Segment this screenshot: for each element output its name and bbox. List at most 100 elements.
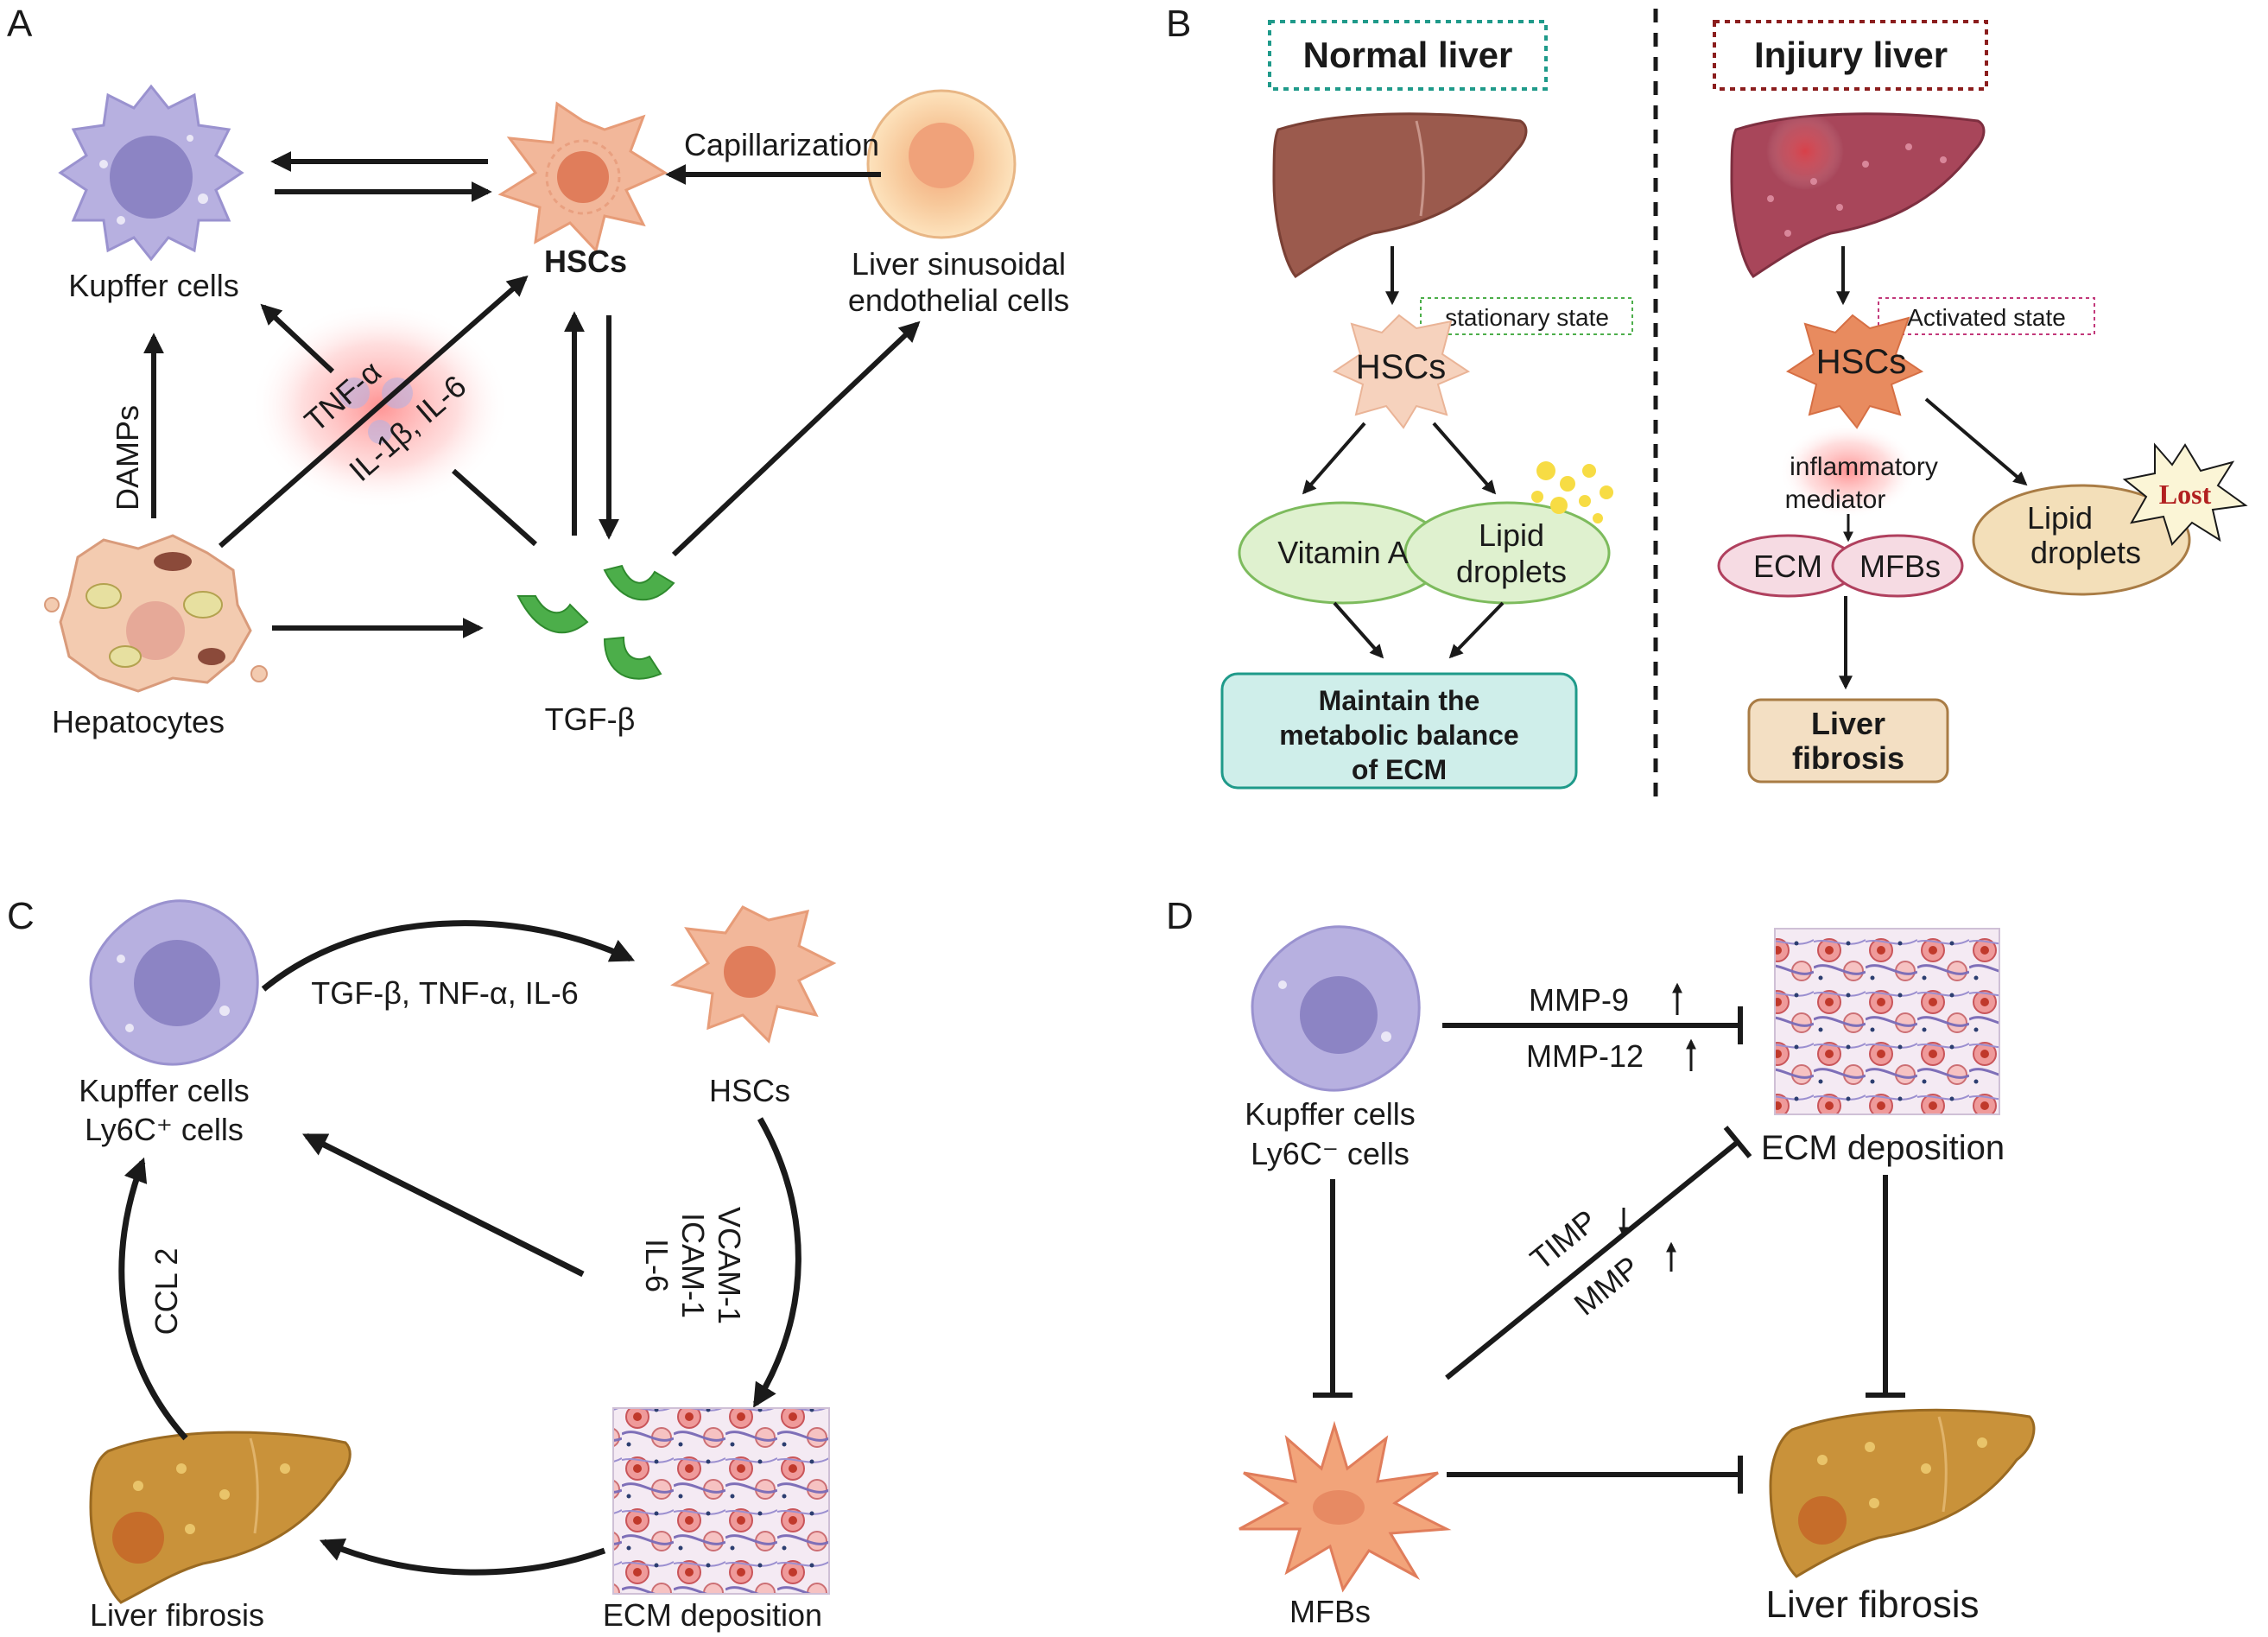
mmp9-label: MMP-9 (1529, 982, 1629, 1018)
hepatocyte-cell-icon (44, 534, 268, 693)
ecm-deposition-image-c (612, 1407, 830, 1595)
panel-c: Kupffer cells Ly6C⁺ cells HSCs TGF-β, TN… (79, 899, 837, 1633)
kupffer-ly6c-plus-line2: Ly6C⁺ cells (85, 1112, 244, 1147)
lost-label: Lost (2159, 479, 2212, 510)
cytokine-to-kupffer-arrow (260, 303, 335, 374)
activated-state-box (1878, 297, 2095, 335)
lipid-to-maintain-arrow (1448, 601, 1505, 659)
kupffer-ly6c-minus-icon (1251, 925, 1421, 1092)
lost-burst-icon (2122, 442, 2248, 546)
hsc-to-ecm-curve (753, 1117, 801, 1408)
normal-liver-icon (1272, 112, 1528, 279)
inflammatory-line1: inflammatory (1790, 453, 1938, 481)
hepatocytes-label: Hepatocytes (52, 704, 225, 739)
kupffer-ly6c-plus-line1: Kupffer cells (79, 1073, 249, 1108)
fibrotic-liver-icon-c (89, 1431, 352, 1604)
kupffer-to-hsc-curve (261, 920, 636, 992)
vitamin-a-label: Vitamin A (1277, 535, 1408, 570)
maintain-line3: of ECM (1352, 754, 1447, 785)
liver-fibrosis-label-d: Liver fibrosis (1766, 1583, 1980, 1626)
kupffer-cells-label: Kupffer cells (68, 268, 238, 303)
mfbs-inhibits-ecm-line (1445, 1139, 1739, 1380)
ecm-to-fibrosis-curve (319, 1538, 606, 1576)
stationary-state-label: stationary state (1445, 304, 1609, 331)
fibrosis-to-kupffer-curve (118, 1157, 188, 1441)
lsec-label-line1: Liver sinusoidal (852, 246, 1066, 282)
mfbs-oval (1831, 534, 1964, 598)
mmp-label: MMP (1568, 1249, 1646, 1323)
hsc-to-lipid-lost-arrow (1924, 397, 2028, 486)
icam-label: ICAM-1 (675, 1213, 711, 1318)
maintain-line1: Maintain the (1319, 685, 1480, 716)
ccl2-label: CCL 2 (149, 1248, 184, 1336)
hscs-label-a: HSCs (544, 244, 627, 279)
mfbs-label-b: MFBs (1859, 549, 1941, 584)
normal-liver-title: Normal liver (1303, 35, 1513, 75)
stationary-state-box (1420, 297, 1633, 335)
hscs-label-c: HSCs (709, 1073, 790, 1108)
hepatocytes-to-hsc-arrow (219, 275, 529, 549)
tgf-to-lsec-arrow (671, 320, 921, 557)
normal-liver-title-box (1268, 20, 1548, 91)
kupffer-cell-icon (58, 84, 244, 262)
maintain-balance-box (1220, 672, 1578, 790)
fibrotic-liver-icon-d (1769, 1408, 2036, 1578)
injury-liver-icon (1730, 112, 1986, 279)
injury-hscs-label: HSCs (1816, 343, 1906, 381)
ecm-label-b: ECM (1753, 549, 1822, 584)
hsc-to-kupffer-arrow-c (301, 1133, 585, 1278)
panel-label-d: D (1166, 895, 1194, 937)
lipid-lost-line2: droplets (2030, 535, 2141, 570)
panel-d: Kupffer cells Ly6C⁻ cells MMP-9 MMP-12 E… (1239, 925, 2036, 1629)
panel-label-c: C (7, 895, 35, 937)
liver-fibrosis-box-b (1747, 698, 1949, 784)
lipid-lost-oval (1972, 484, 2191, 596)
injury-liver-title: Injiury liver (1754, 35, 1948, 75)
hsc-cell-icon (497, 101, 668, 254)
tgf-beta-icon (516, 564, 675, 680)
mfbs-label-d: MFBs (1289, 1594, 1371, 1629)
panel-b: Normal liver stationary state HSCs Vitam… (1220, 20, 2248, 790)
kupffer-ly6c-plus-icon (89, 899, 259, 1066)
fibrosis-b-line1: Liver (1811, 706, 1885, 741)
maintain-line2: metabolic balance (1279, 720, 1518, 751)
vcam-label: VCAM-1 (712, 1207, 747, 1324)
fibrosis-b-line2: fibrosis (1792, 740, 1904, 776)
lipid-label-line2: droplets (1456, 554, 1567, 589)
hsc-to-lipid-arrow (1432, 422, 1497, 495)
cytokines-label: TGF-β, TNF-α, IL-6 (311, 975, 579, 1011)
injury-liver-title-box (1713, 20, 1988, 91)
ecm-label-d: ECM deposition (1761, 1129, 2005, 1167)
lsec-label-line2: endothelial cells (848, 282, 1069, 318)
hsc-to-vitamin-arrow (1302, 422, 1366, 495)
kupffer-ly6c-minus-line2: Ly6C⁻ cells (1251, 1136, 1410, 1171)
vitamin-to-maintain-arrow (1333, 601, 1384, 659)
liver-fibrosis-label-c: Liver fibrosis (90, 1597, 264, 1633)
mfbs-icon (1239, 1420, 1452, 1593)
inflammatory-glow (1779, 423, 1917, 518)
panel-label-a: A (7, 3, 33, 45)
lipid-label-line1: Lipid (1479, 517, 1544, 553)
lipid-droplets-icon (1531, 461, 1613, 523)
tgf-beta-label: TGF-β (545, 701, 636, 737)
lipid-droplets-oval (1403, 501, 1611, 605)
lsec-cell-icon (866, 89, 1017, 239)
timp-label: TIMP (1524, 1202, 1604, 1277)
cytokine-dot (368, 420, 392, 444)
activated-state-label: Activated state (1907, 304, 2066, 331)
hsc-nucleus-c (724, 946, 776, 998)
ecm-deposition-image-d (1774, 928, 2000, 1115)
panel-label-b: B (1166, 3, 1191, 45)
cytokine-to-tgf-line (451, 468, 538, 547)
lipid-lost-line1: Lipid (2027, 500, 2093, 536)
damps-label: DAMPs (110, 405, 145, 511)
ecm-label-c: ECM deposition (603, 1597, 822, 1633)
normal-hsc-icon (1332, 314, 1471, 429)
kupffer-ly6c-minus-line1: Kupffer cells (1245, 1096, 1415, 1132)
capillarization-label: Capillarization (684, 127, 879, 162)
inflammatory-line2: mediator (1785, 485, 1886, 514)
il6-label-c: IL-6 (639, 1239, 675, 1292)
inhibit-bar (1723, 1126, 1752, 1158)
panel-a: Kupffer cells HSCs Liver sinusoidal endo… (44, 84, 1069, 739)
